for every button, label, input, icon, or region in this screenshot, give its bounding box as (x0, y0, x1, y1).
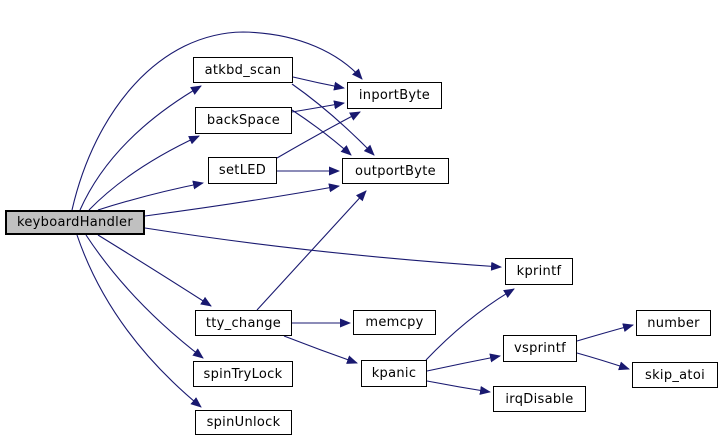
node-number[interactable]: number (636, 310, 711, 336)
edge-vsprintf-to-number (576, 323, 634, 342)
edge-backSpace-to-inportByte (291, 100, 345, 113)
node-skip_atoi[interactable]: skip_atoi (632, 362, 718, 388)
node-backSpace[interactable]: backSpace (195, 107, 292, 134)
edge-keyboardHandler-to-kprintf (144, 227, 502, 271)
edge-keyboardHandler-to-spinTryLock (85, 234, 204, 359)
node-kpanic[interactable]: kpanic (361, 360, 427, 387)
edge-keyboardHandler-to-setLED (97, 180, 204, 211)
node-inportByte[interactable]: inportByte (347, 82, 442, 109)
node-irqDisable[interactable]: irqDisable (493, 386, 586, 412)
edge-kpanic-to-irqDisable (426, 380, 491, 395)
edge-keyboardHandler-to-outportByte (144, 183, 340, 217)
edge-tty_change-to-kpanic (283, 335, 358, 364)
edge-setLED-to-inportByte (276, 111, 361, 159)
node-setLED[interactable]: setLED (208, 157, 277, 184)
edge-atkbd_scan-to-inportByte (292, 76, 345, 91)
node-tty_change[interactable]: tty_change (195, 310, 292, 336)
node-kprintf[interactable]: kprintf (505, 258, 573, 285)
edge-kpanic-to-vsprintf (426, 353, 501, 372)
node-outportByte[interactable]: outportByte (342, 158, 449, 184)
node-spinUnlock[interactable]: spinUnlock (195, 410, 292, 435)
edge-tty_change-to-outportByte (256, 190, 367, 311)
node-memcpy[interactable]: memcpy (353, 310, 436, 335)
edge-keyboardHandler-to-tty_change (97, 234, 212, 307)
node-atkbd_scan[interactable]: atkbd_scan (193, 57, 293, 83)
edge-keyboardHandler-to-backSpace (88, 135, 200, 211)
edge-keyboardHandler-to-spinUnlock (76, 234, 202, 408)
node-keyboardHandler: keyboardHandler (5, 210, 145, 235)
node-spinTryLock[interactable]: spinTryLock (193, 361, 293, 387)
edge-atkbd_scan-to-outportByte (291, 83, 375, 156)
node-vsprintf[interactable]: vsprintf (503, 335, 577, 362)
edge-keyboardHandler-to-atkbd_scan (79, 85, 202, 211)
edge-keyboardHandler-to-inportByte (71, 31, 363, 211)
edge-kpanic-to-kprintf (425, 288, 515, 361)
edge-vsprintf-to-skip_atoi (576, 352, 630, 371)
